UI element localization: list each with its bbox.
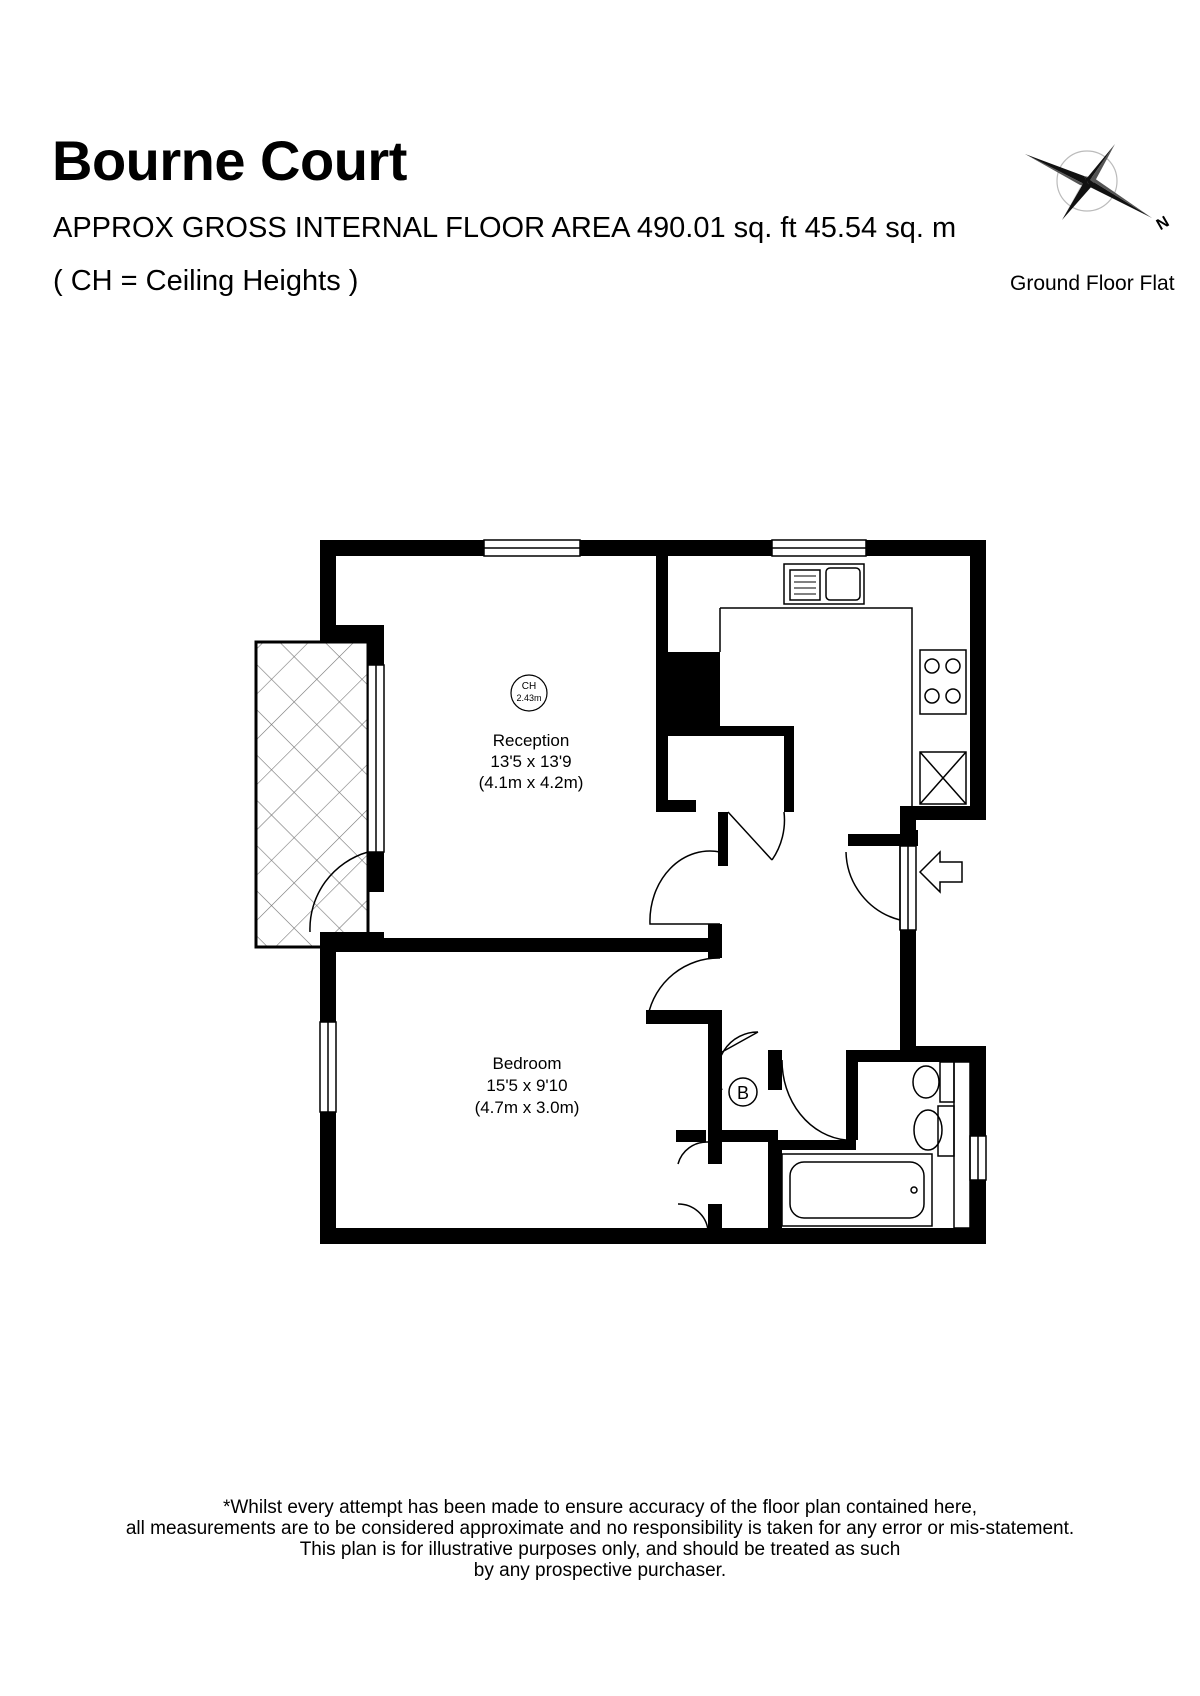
exterior-walls: [320, 540, 986, 1244]
doors: [309, 811, 901, 1231]
boiler-label: B: [737, 1083, 749, 1103]
reception-metric: (4.1m x 4.2m): [479, 773, 584, 792]
disclaimer-line: This plan is for illustrative purposes o…: [299, 1539, 901, 1560]
reception-imperial: 13'5 x 13'9: [490, 752, 571, 771]
disclaimer: *Whilst every attempt has been made to e…: [0, 1497, 1200, 1581]
disclaimer-line: all measurements are to be considered ap…: [125, 1518, 1075, 1539]
kitchen-units: [719, 563, 967, 806]
bedroom-name: Bedroom: [493, 1054, 562, 1073]
bedroom-imperial: 15'5 x 9'10: [486, 1076, 567, 1095]
property-title: Bourne Court: [52, 129, 407, 192]
balcony: [254, 640, 370, 949]
windows: [319, 539, 987, 1181]
floor-area-text: APPROX GROSS INTERNAL FLOOR AREA 490.01 …: [53, 212, 957, 244]
bedroom-metric: (4.7m x 3.0m): [475, 1098, 580, 1117]
ceiling-height-note: ( CH = Ceiling Heights ): [53, 265, 359, 297]
boiler-icon: B: [728, 1077, 758, 1107]
interior-walls: [336, 540, 916, 1234]
bedroom-label: Bedroom 15'5 x 9'10 (4.7m x 3.0m): [475, 1054, 580, 1117]
compass-icon: N: [1025, 144, 1172, 234]
floor-label: Ground Floor Flat: [1010, 272, 1175, 295]
entrance-arrow-icon: [918, 850, 963, 894]
reception-name: Reception: [493, 731, 570, 750]
ceiling-height-value: 2.43m: [516, 693, 541, 703]
bathroom-fittings: [781, 1061, 971, 1229]
ceiling-height-marker: CH 2.43m: [510, 674, 548, 712]
disclaimer-line: *Whilst every attempt has been made to e…: [222, 1497, 978, 1518]
reception-label: Reception 13'5 x 13'9 (4.1m x 4.2m): [479, 731, 584, 792]
ceiling-label: CH: [522, 681, 536, 692]
disclaimer-line: by any prospective purchaser.: [473, 1560, 727, 1581]
